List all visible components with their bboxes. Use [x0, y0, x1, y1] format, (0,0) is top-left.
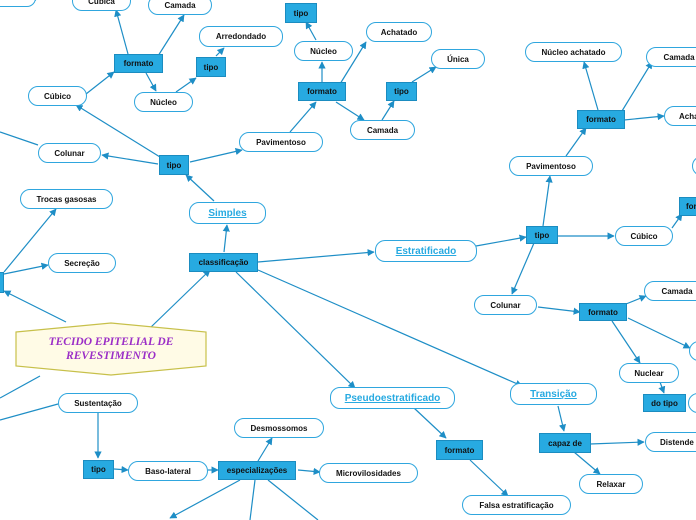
node-baso-lateral[interactable]: Baso-lateral	[128, 461, 208, 481]
node-arredondado[interactable]: Arredondado	[199, 26, 283, 47]
node-colunar-left[interactable]: Colunar	[38, 143, 101, 163]
node-especializacoes[interactable]: especializações	[218, 461, 296, 480]
node-formato-pav-estrat[interactable]: formato	[577, 110, 625, 129]
node-classificacao[interactable]: classificação	[189, 253, 258, 272]
node-do-tipo[interactable]: do tipo	[643, 394, 686, 412]
node-secrecao[interactable]: Secreção	[48, 253, 116, 273]
node-tipo-camada[interactable]: tipo	[386, 82, 417, 101]
node-camada-top[interactable]: Camada	[148, 0, 212, 15]
node-falsa-estratificacao[interactable]: Falsa estratificação	[462, 495, 571, 515]
node-camada-colunar[interactable]: Camada	[644, 281, 696, 301]
node-tipo-nucleo-left[interactable]: tipo	[196, 57, 226, 77]
central-title-line1: TECIDO EPITELIAL DE	[48, 336, 174, 348]
node-cubica[interactable]: Cúbica	[72, 0, 131, 11]
node-relaxar[interactable]: Relaxar	[579, 474, 643, 494]
node-nucleo-left[interactable]: Núcleo	[134, 92, 193, 112]
node-camada-right[interactable]: Camada	[646, 47, 696, 67]
node-nuclear[interactable]: Nuclear	[619, 363, 679, 383]
node-pseudoestratificado[interactable]: Pseudoestratificado	[330, 387, 455, 409]
node-distender[interactable]: Distende	[645, 432, 696, 452]
node-nucleo-mid[interactable]: Núcleo	[294, 41, 353, 61]
node-funcao-cut[interactable]	[0, 272, 4, 293]
node-tipo-estrat[interactable]: tipo	[526, 226, 558, 244]
node-nucleo-achatado[interactable]: Núcleo achatado	[525, 42, 622, 62]
node-transicao[interactable]: Transição	[510, 383, 597, 405]
node-pavimentoso-estrat[interactable]: Pavimentoso	[509, 156, 593, 176]
node-desmossomos[interactable]: Desmossomos	[234, 418, 324, 438]
central-topic[interactable]: TECIDO EPITELIAL DE REVESTIMENTO	[14, 322, 208, 376]
node-sustentacao[interactable]: Sustentação	[58, 393, 138, 413]
node-cubico-left[interactable]: Cúbico	[28, 86, 87, 106]
node-tipo-sustentacao[interactable]: tipo	[83, 460, 114, 479]
node-cubico-right[interactable]: Cúbico	[615, 226, 673, 246]
node-tipo-top[interactable]: tipo	[285, 3, 317, 23]
node-simples[interactable]: Simples	[189, 202, 266, 224]
node-formato-colunar[interactable]: formato	[579, 303, 627, 321]
node-formato-cubico[interactable]: formato	[114, 54, 163, 73]
node-colunar-estrat[interactable]: Colunar	[474, 295, 537, 315]
node-unica[interactable]: Única	[431, 49, 485, 69]
node-capaz-de[interactable]: capaz de	[539, 433, 591, 453]
node-formato-cubico-right[interactable]: for	[679, 197, 696, 216]
node-microvilosidades[interactable]: Microvilosidades	[319, 463, 418, 483]
node-cut-topleft[interactable]	[0, 0, 36, 7]
node-tipo-simples[interactable]: tipo	[159, 155, 189, 175]
hexagon-shape	[15, 322, 207, 376]
node-formato-pav-simples[interactable]: formato	[298, 82, 346, 101]
node-achatado-right[interactable]: Acha	[664, 106, 696, 126]
node-formato-pseudo[interactable]: formato	[436, 440, 483, 460]
node-pavimentoso-simples[interactable]: Pavimentoso	[239, 132, 323, 152]
node-camada-mid[interactable]: Camada	[350, 120, 415, 140]
node-achatado[interactable]: Achatado	[366, 22, 432, 42]
node-estratificado[interactable]: Estratificado	[375, 240, 477, 262]
central-title: TECIDO EPITELIAL DE REVESTIMENTO	[14, 322, 208, 376]
central-title-line2: REVESTIMENTO	[66, 350, 156, 362]
node-trocas-gasosas[interactable]: Trocas gasosas	[20, 189, 113, 209]
